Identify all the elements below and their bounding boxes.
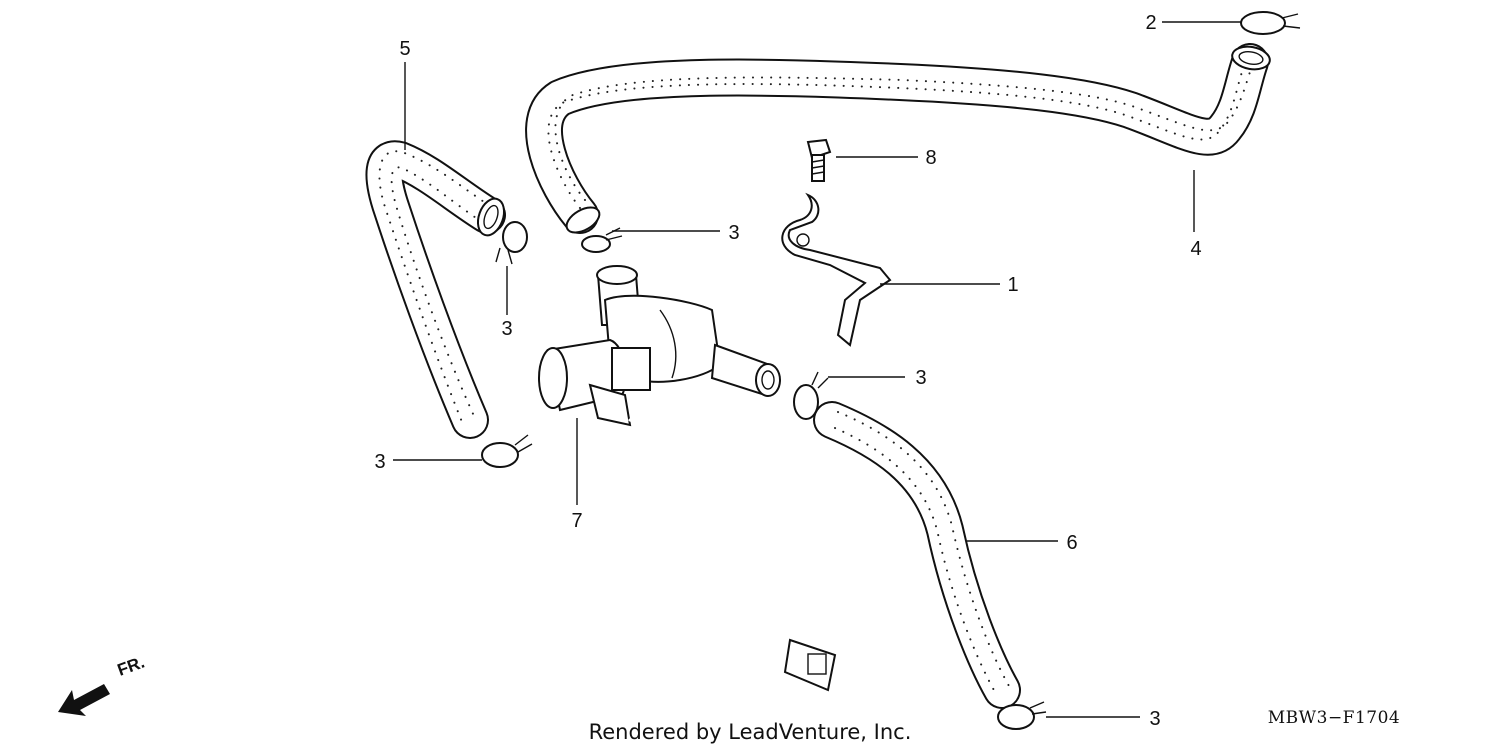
diagram-code: MBW3−F1704 [1268, 708, 1401, 728]
clip-part-3-d[interactable] [481, 434, 533, 468]
callout-1: 1 [1007, 274, 1018, 296]
wire-harness [628, 418, 837, 692]
front-direction-arrow-icon: FR. [58, 653, 147, 716]
callout-5: 5 [399, 38, 410, 60]
direction-label: FR. [115, 653, 147, 680]
bracket-part-1[interactable] [781, 192, 892, 347]
callout-3-e: 3 [1149, 708, 1160, 730]
clip-part-2[interactable] [1240, 11, 1301, 35]
callout-6: 6 [1066, 532, 1077, 554]
callout-3-c: 3 [915, 367, 926, 389]
callout-3-b: 3 [501, 318, 512, 340]
callout-4: 4 [1190, 238, 1201, 260]
callout-8: 8 [925, 147, 936, 169]
hose-part-4[interactable] [525, 43, 1272, 238]
clip-part-3-a[interactable] [581, 227, 623, 253]
callout-3-a: 3 [728, 222, 739, 244]
leader-lines [393, 21, 1241, 718]
callout-7: 7 [571, 510, 582, 532]
callout-3-d: 3 [374, 451, 385, 473]
callout-2: 2 [1145, 12, 1156, 34]
clip-part-3-e[interactable] [997, 701, 1047, 730]
hose-part-6[interactable] [813, 401, 1021, 709]
render-credit: Rendered by LeadVenture, Inc. [589, 720, 912, 744]
clip-part-3-c[interactable] [793, 371, 829, 420]
bolt-part-8[interactable] [806, 138, 832, 182]
clip-part-3-b[interactable] [495, 221, 528, 265]
hose-part-5[interactable] [365, 140, 508, 439]
solenoid-valve-part-7[interactable] [538, 265, 781, 427]
